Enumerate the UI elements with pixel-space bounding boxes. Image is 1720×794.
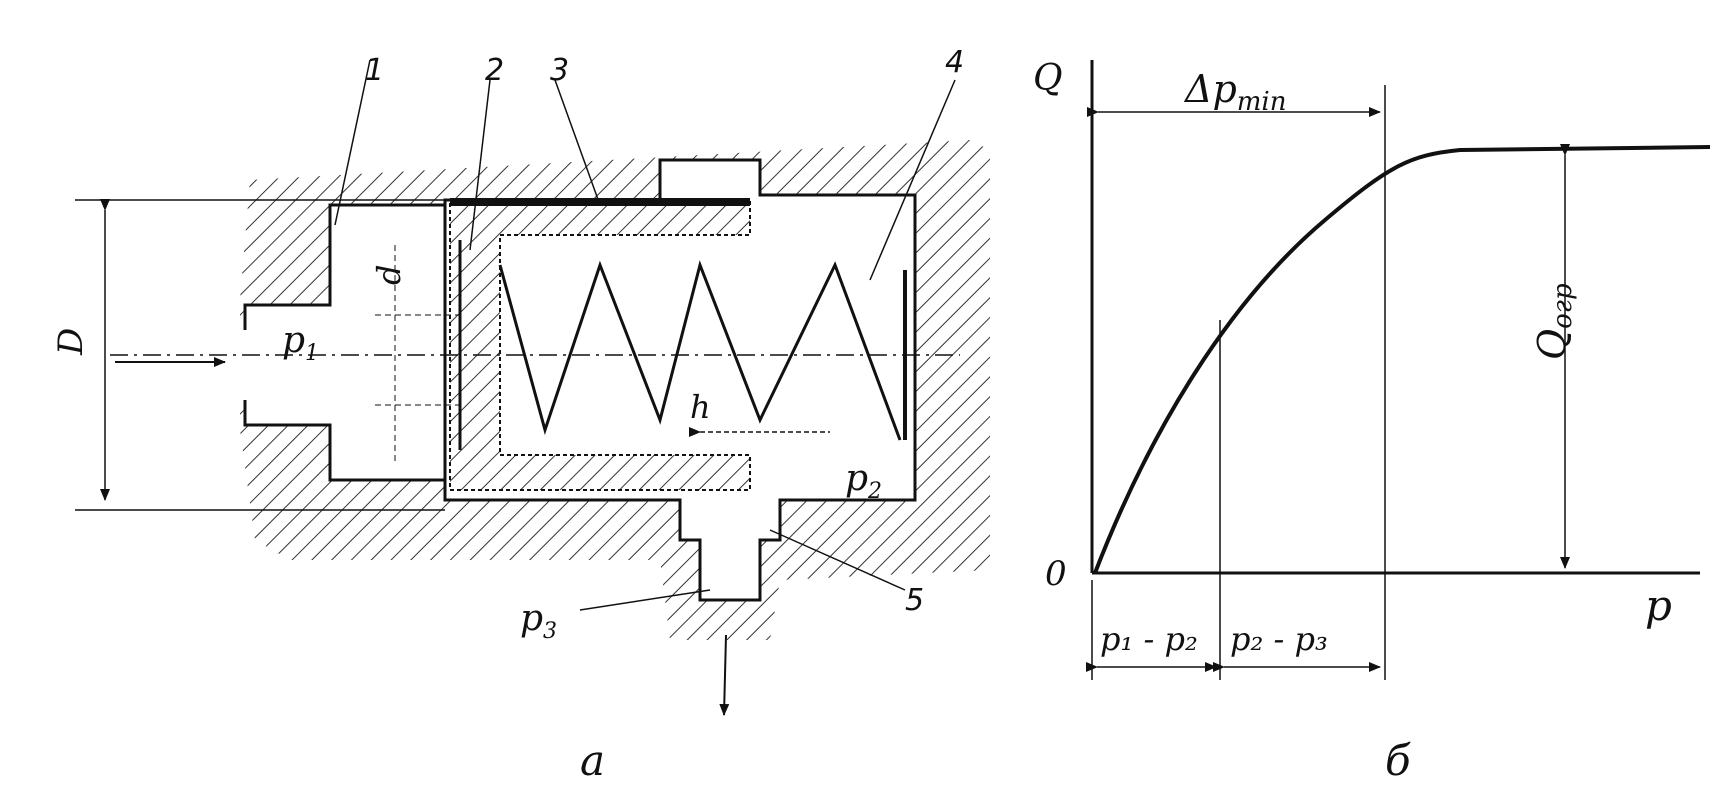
label-h: h [690,388,711,426]
label-p2: p2 [845,458,882,504]
q-curve [1093,145,1711,574]
piston-top-bar [450,198,750,206]
leader-4 [869,79,956,281]
label-d: d [370,265,408,285]
label-p3: p3 [520,598,557,644]
inlet-channel [235,330,335,400]
leader-3 [554,79,601,206]
y-axis-label: Q [1033,58,1063,99]
part-label-4: 4 [945,45,964,80]
part-label-2: 2 [485,53,504,88]
label-dp-min: Δpmin [1183,67,1287,117]
x-axis-label: p [1645,581,1672,630]
label-D: D [51,328,91,356]
valve-section: 1 2 3 4 5 D d p1 p2 p3 h a [51,45,990,785]
label-q-ogr: Qогр [1530,283,1578,360]
caption-b: б [1385,736,1411,785]
origin-label: 0 [1045,554,1067,594]
leader-1 [334,59,371,226]
leader-2 [469,79,491,251]
spring [498,260,902,441]
part-label-3: 3 [550,53,569,88]
label-range-1: p₁ - p₂ [1100,620,1198,658]
label-p1: p1 [282,320,319,366]
flow-pressure-graph: Q p 0 Δpmin Qогр p₁ - p₂ p₂ - p₃ б [1033,58,1711,785]
piston-sleeve [449,199,751,491]
label-range-2: p₂ - p₃ [1230,620,1328,658]
part-label-1: 1 [365,53,384,88]
leader-5 [769,529,906,591]
leader-p3 [579,589,711,611]
caption-a: a [580,736,605,785]
part-label-5: 5 [905,583,924,618]
outlet-arrow [719,634,730,716]
